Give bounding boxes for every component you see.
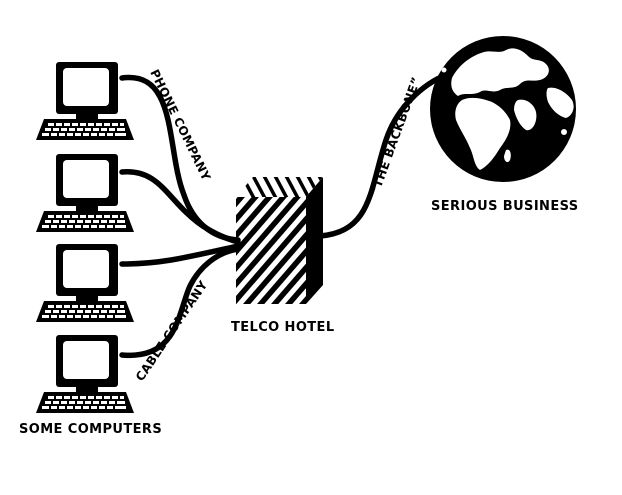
computer-icon [36, 335, 134, 413]
computer-icon [36, 244, 134, 322]
computer-3 [36, 244, 134, 322]
phone-company-line [119, 74, 241, 243]
computer-4 [36, 335, 134, 413]
some-computers-label: SOME COMPUTERS [19, 422, 162, 437]
computer-3-line [119, 243, 241, 267]
cable-company-line [119, 246, 241, 358]
telco-hotel-label: TELCO HOTEL [231, 320, 335, 335]
computer-1 [36, 62, 134, 140]
backbone-line [317, 70, 455, 239]
globe-icon [430, 36, 576, 182]
serious-business-label: SERIOUS BUSINESS [431, 199, 579, 214]
computer-2-line [119, 169, 241, 245]
cables [119, 70, 455, 358]
computer-2 [36, 154, 134, 232]
building-icon [236, 177, 323, 304]
computer-icon [36, 154, 134, 232]
the-backbone-label: “THE BACKBONE” [368, 75, 424, 197]
computer-icon [36, 62, 134, 140]
phone-company-label: PHONE COMPANY [147, 67, 213, 183]
cable-company-label: CABLE COMPANY [133, 278, 210, 384]
